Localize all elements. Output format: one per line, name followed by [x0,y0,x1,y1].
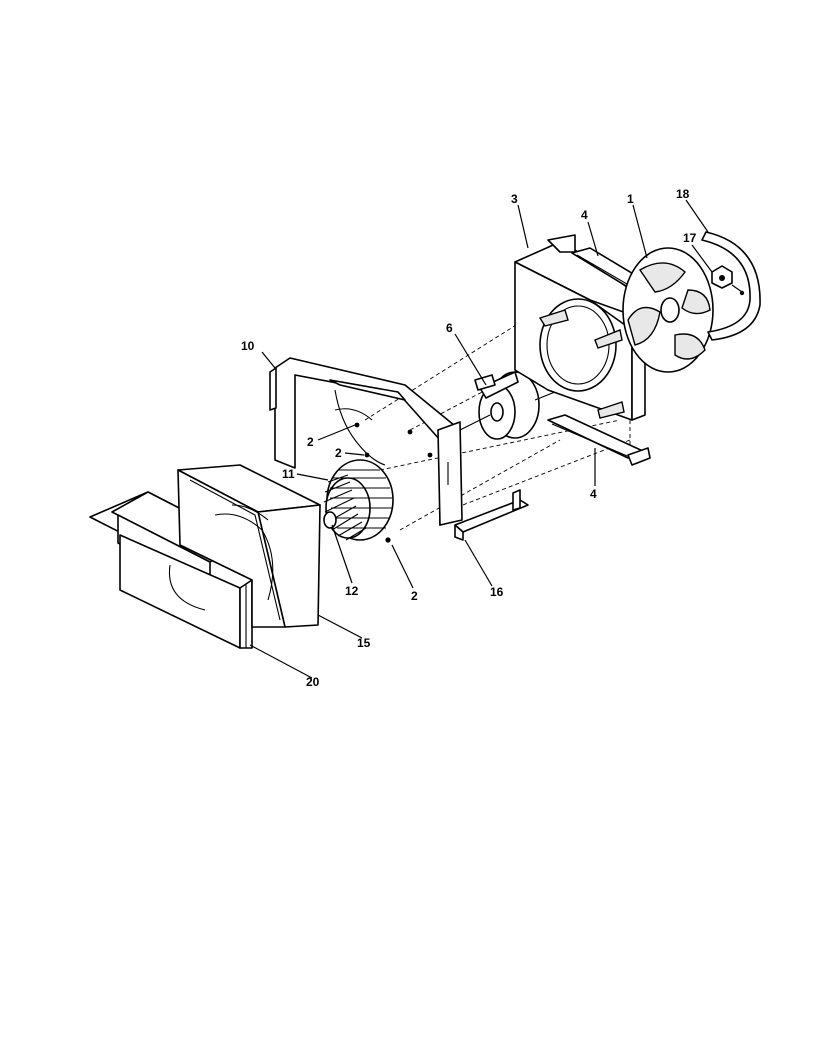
callout-18: 18 [676,187,690,201]
part-11-blower-wheel [323,459,394,541]
callout-2-upper: 2 [307,435,314,449]
callout-labels: 3 4 1 18 17 6 10 2 2 11 4 12 2 16 15 20 [241,187,697,689]
callout-2-lower: 2 [411,589,418,603]
part-18-shroud-ring [701,231,761,341]
callout-20: 20 [306,675,320,689]
part-6-motor [459,371,556,440]
callout-12: 12 [345,584,359,598]
callout-11: 11 [282,467,295,481]
part-15-shroud [177,464,321,628]
leader-lines [249,199,713,679]
callout-17: 17 [683,231,697,245]
part-17-nut [711,265,745,296]
callout-2-middle: 2 [335,446,342,460]
callout-4-lower: 4 [590,487,597,501]
callout-6: 6 [446,321,453,335]
callout-1: 1 [627,192,634,206]
part-16-mount-bracket [454,489,529,541]
callout-16: 16 [490,585,504,599]
callout-10: 10 [241,339,255,353]
callout-4-upper: 4 [581,208,588,222]
part-4-lower-rail [547,414,651,466]
part-20-front-frame [89,491,253,649]
part-10-scroll-bracket [269,357,463,526]
callout-15: 15 [357,636,371,650]
screw-set [354,422,433,543]
callout-3: 3 [511,192,518,206]
part-1-fan-blade [622,247,714,373]
